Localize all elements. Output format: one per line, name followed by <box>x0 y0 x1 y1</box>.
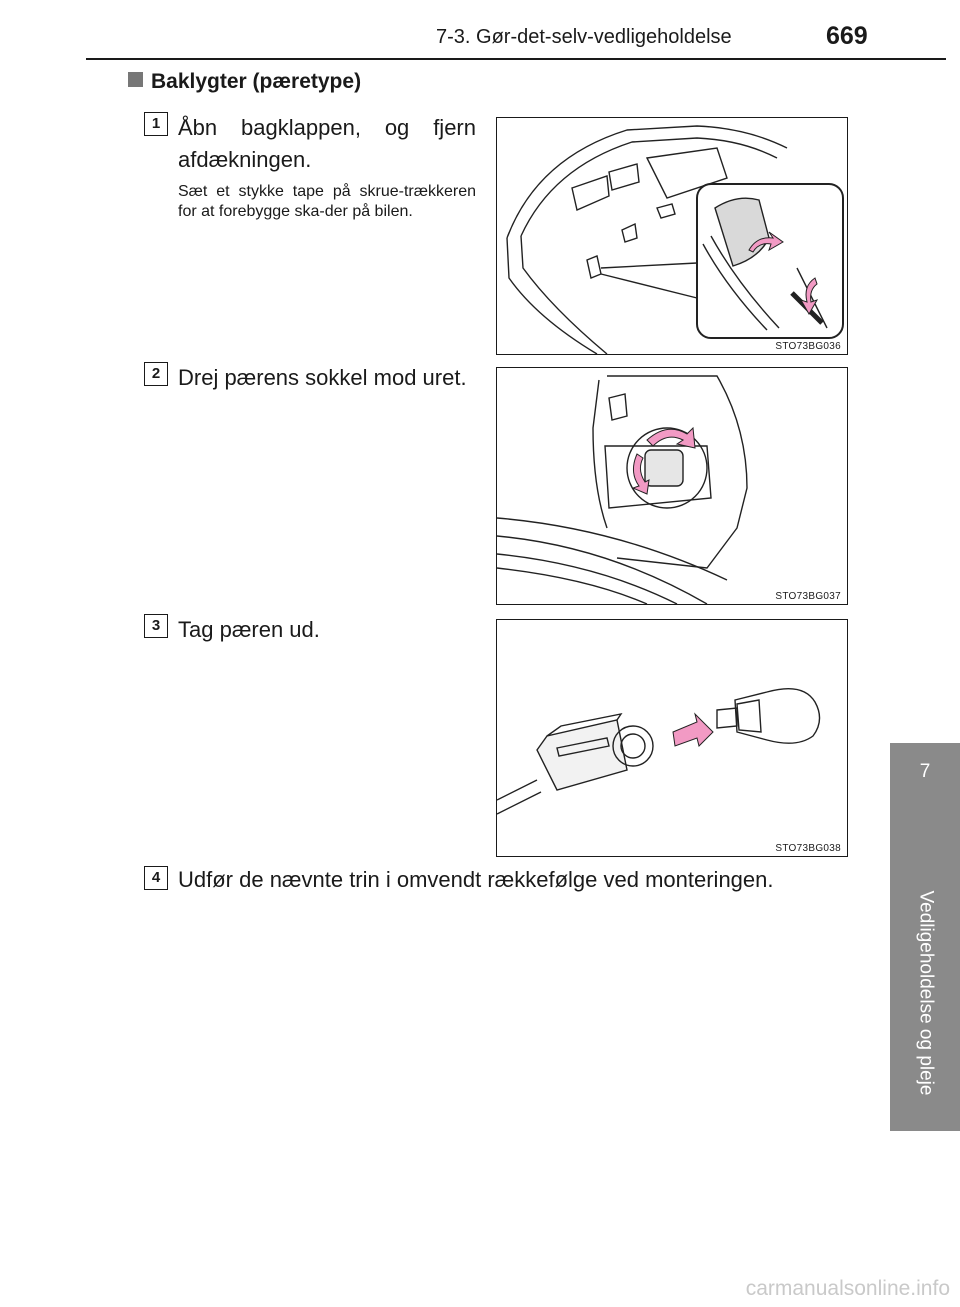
watermark: carmanualsonline.info <box>745 1277 950 1300</box>
section-heading-text: Baklygter (pæretype) <box>151 70 362 93</box>
step-3-text: Tag pæren ud. <box>178 617 320 642</box>
page-number: 669 <box>826 22 868 50</box>
step-1-number: 1 <box>144 112 168 136</box>
figure-turn-bulb-socket: STO73BG037 <box>496 367 848 605</box>
bulb-removal-illustration <box>497 688 821 815</box>
chapter-label: Vedligeholdelse og pleje <box>890 883 960 1103</box>
figure-remove-bulb: STO73BG038 <box>496 619 848 857</box>
step-4-text: Udfør de nævnte trin i omvendt rækkefølg… <box>178 867 774 892</box>
square-bullet-icon <box>128 72 143 87</box>
figure-code: STO73BG038 <box>775 843 841 854</box>
step-1-note: Sæt et stykke tape på skrue-trækkeren fo… <box>178 183 476 220</box>
tailgate-cover-illustration <box>506 125 844 354</box>
chapter-tab: 7 Vedligeholdelse og pleje <box>890 743 960 1131</box>
chapter-section-title: 7-3. Gør-det-selv-vedligeholdelse <box>436 26 732 48</box>
bulb-socket-illustration <box>497 375 748 604</box>
chapter-number: 7 <box>919 761 931 782</box>
step-2-number: 2 <box>144 362 168 386</box>
step-4-number: 4 <box>144 866 168 890</box>
step-2-text: Drej pærens sokkel mod uret. <box>178 365 467 390</box>
figure-open-tailgate-remove-cover: STO73BG036 <box>496 117 848 355</box>
step-1-text: Åbn bagklappen, og fjern afdækningen. <box>178 115 476 172</box>
header-divider <box>86 58 946 60</box>
figure-code: STO73BG037 <box>775 591 841 602</box>
section-heading: Baklygter (pæretype) <box>128 70 361 94</box>
chapter-label-text: Vedligeholdelse og pleje <box>915 890 937 1096</box>
figure-code: STO73BG036 <box>775 341 841 352</box>
step-3-number: 3 <box>144 614 168 638</box>
